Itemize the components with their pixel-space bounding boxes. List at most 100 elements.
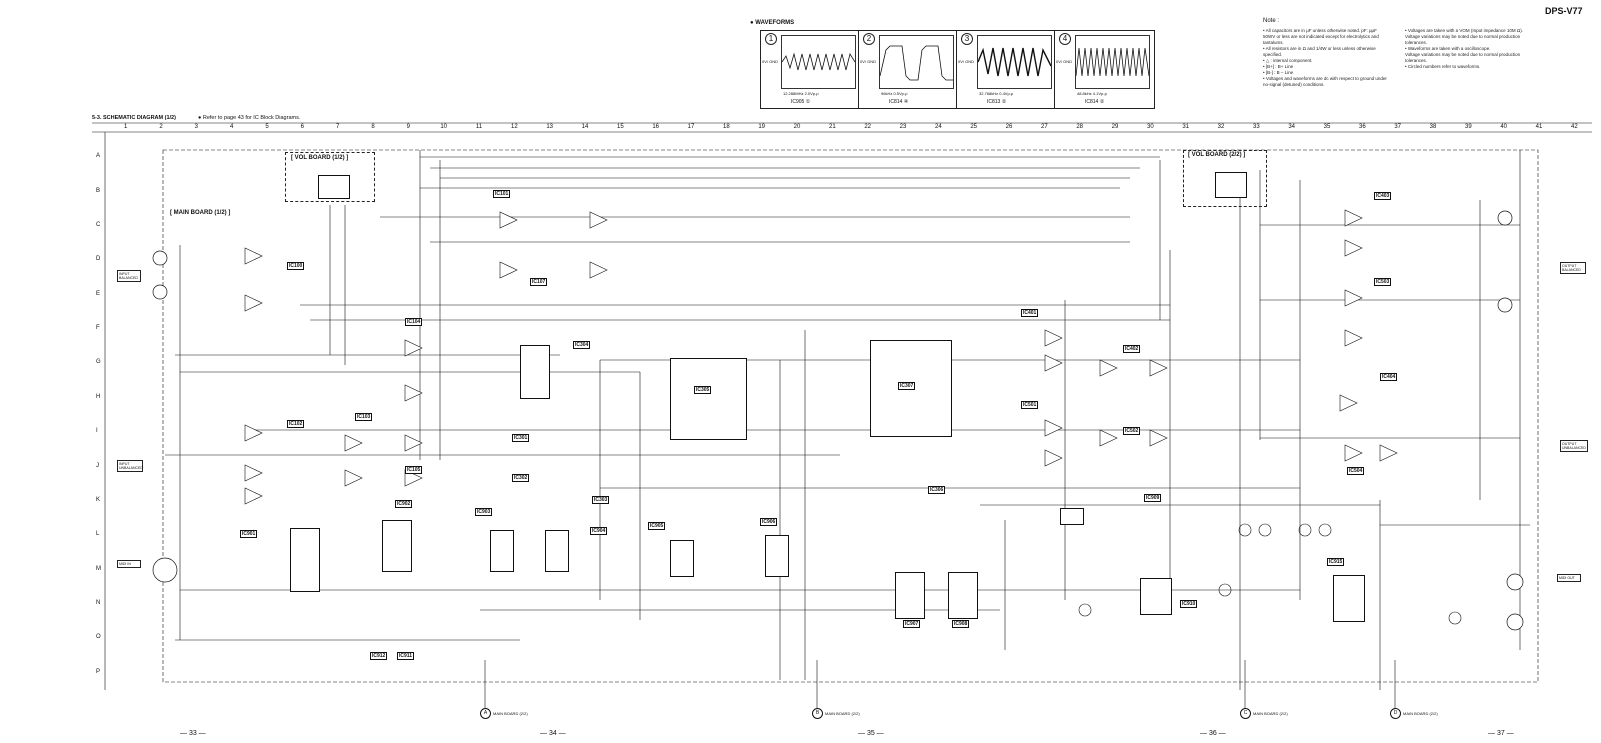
waveform-gnd-label: 0V/ GND xyxy=(762,59,779,64)
ic-chip xyxy=(520,345,550,399)
ic-label: IC905 xyxy=(648,522,666,530)
waveform-ic: IC813 ② xyxy=(987,99,1007,105)
page-number: — 33 — xyxy=(180,730,206,737)
model-name: DPS-V77 xyxy=(1545,6,1583,16)
column-number: 15 xyxy=(616,124,624,130)
column-number: 9 xyxy=(406,124,410,130)
column-number: 5 xyxy=(265,124,269,130)
connector-a: A xyxy=(480,708,491,719)
note-line: 50WV or less are not indicated except fo… xyxy=(1263,34,1379,39)
waveform-gnd-label: 0V/ GND xyxy=(958,59,975,64)
ic-label: IC903 xyxy=(475,508,493,516)
column-number: 32 xyxy=(1217,124,1225,130)
ic-chip xyxy=(382,520,412,572)
column-number: 25 xyxy=(970,124,977,130)
row-letter: J xyxy=(96,462,99,469)
column-number: 17 xyxy=(687,124,695,130)
waveform-value: 32.768kHz 0.4Vp-p xyxy=(979,91,1014,96)
column-number: 22 xyxy=(864,124,871,130)
ic-label: IC504 xyxy=(1347,467,1365,475)
ic-label: IC902 xyxy=(395,500,413,508)
note-line: • Voltages and waveforms are dc with res… xyxy=(1263,76,1387,81)
waveform-gnd-label: 0V/ GND xyxy=(1056,59,1073,64)
waveform-gnd-label: 0V/ GND xyxy=(860,59,877,64)
input-unbalanced-label: INPUT UNBALANCED xyxy=(117,460,143,472)
column-number: 16 xyxy=(652,124,659,130)
volume-potentiometer xyxy=(1215,172,1247,198)
note-line: • Waveforms are taken with a oscilloscop… xyxy=(1405,46,1491,51)
ic-chip xyxy=(765,535,789,577)
ic-label: IC306 xyxy=(928,486,946,494)
ic-label: IC302 xyxy=(512,474,530,482)
column-number: 41 xyxy=(1535,124,1543,130)
ic-label: IC404 xyxy=(1380,373,1398,381)
waveform-value: 96kHz 0.5Vp-p xyxy=(881,91,908,96)
ic-label: IC102 xyxy=(287,420,305,428)
row-letter: B xyxy=(96,187,101,194)
ic-label: IC107 xyxy=(530,278,548,286)
column-number: 34 xyxy=(1288,124,1295,130)
ic-label: IC301 xyxy=(512,434,530,442)
ic-chip xyxy=(545,530,569,572)
input-balanced-label: INPUT BALANCED xyxy=(117,270,141,282)
waveform-cell: 4 0V/ GND 48.8kHz 4.1Vp-p IC814 ② xyxy=(1055,31,1152,108)
vol-board-2-label: [ VOL BOARD (2/2) ] xyxy=(1186,152,1248,158)
column-number: 13 xyxy=(546,124,553,130)
note-line: no-signal (detuned) conditions. xyxy=(1263,82,1325,87)
ic-label: IC909 xyxy=(1144,494,1162,502)
connector-b-label: MAIN BOARD (2/2) xyxy=(825,711,860,716)
column-number: 12 xyxy=(510,124,518,130)
vol-board-1-frame xyxy=(285,152,375,202)
ic-label: IC403 xyxy=(1374,192,1392,200)
column-number: 24 xyxy=(934,124,942,130)
note-line: specified. xyxy=(1263,52,1283,57)
column-number: 36 xyxy=(1358,124,1366,130)
waveform-cell: 3 0V/ GND 32.768kHz 0.4Vp-p IC813 ② xyxy=(957,31,1055,108)
column-number: 35 xyxy=(1323,124,1331,130)
row-letter: K xyxy=(96,496,101,503)
row-letter: G xyxy=(96,359,101,366)
ic-label: IC101 xyxy=(493,190,511,198)
note-line: • Voltages are taken with a VOM (Input i… xyxy=(1405,28,1523,33)
ic-label: IC402 xyxy=(1123,345,1141,353)
ic-label: IC103 xyxy=(355,413,373,421)
waveform-value: 48.8kHz 4.1Vp-p xyxy=(1077,91,1107,96)
waveform-ic: IC814 ② xyxy=(1085,99,1105,105)
row-letter: P xyxy=(96,668,101,675)
ic-label: IC901 xyxy=(240,530,258,538)
ic-chip xyxy=(895,572,925,619)
ic-label: IC911 xyxy=(397,652,415,660)
midi-out-label: MIDI OUT xyxy=(1557,574,1581,582)
column-number: 19 xyxy=(758,124,765,130)
ic-label: IC906 xyxy=(760,518,778,526)
page-number: — 37 — xyxy=(1488,730,1514,737)
ic-label: IC104 xyxy=(405,318,423,326)
row-letter: L xyxy=(96,531,100,538)
ic-label: IC908 xyxy=(952,620,970,628)
column-number: 7 xyxy=(335,124,340,130)
row-letter: D xyxy=(96,256,101,263)
connector-c: C xyxy=(1240,708,1251,719)
note-line: Voltage variations may be noted due to n… xyxy=(1405,34,1521,39)
column-number: 31 xyxy=(1182,124,1189,130)
row-letter: E xyxy=(96,290,101,297)
ic-label: IC304 xyxy=(573,341,591,349)
ic-label: IC502 xyxy=(1123,427,1141,435)
waveform-cell: 1 0V/ GND 12.288MHz 2.0Vp-p IC905 ① xyxy=(761,31,859,108)
row-letter: C xyxy=(96,221,101,228)
ic-chip xyxy=(670,540,694,577)
column-number: 20 xyxy=(793,124,801,130)
connector-c-label: MAIN BOARD (2/2) xyxy=(1253,711,1288,716)
column-number: 23 xyxy=(899,124,907,130)
column-number: 4 xyxy=(229,124,234,130)
column-number: 27 xyxy=(1040,124,1048,130)
ic-label: IC401 xyxy=(1021,309,1039,317)
volume-potentiometer xyxy=(318,175,350,199)
ic-label: IC915 xyxy=(1327,558,1345,566)
connector-b: B xyxy=(812,708,823,719)
waveform-trace xyxy=(977,35,1052,89)
ic-label: IC307 xyxy=(898,382,916,390)
notes-right: • Voltages are taken with a VOM (Input i… xyxy=(1405,28,1555,70)
ic-chip xyxy=(1140,578,1172,615)
ic-label: IC907 xyxy=(903,620,921,628)
